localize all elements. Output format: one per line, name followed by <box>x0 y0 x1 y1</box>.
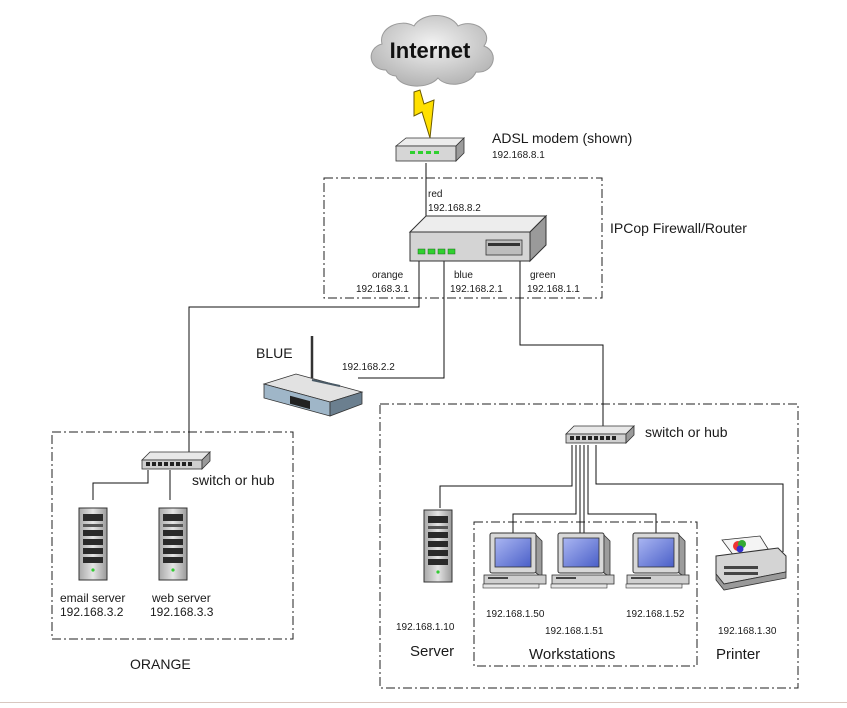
red-interface-label: red <box>428 189 442 200</box>
access-point-ip: 192.168.2.2 <box>342 362 395 373</box>
internet-label: Internet <box>390 38 471 63</box>
workstation-3-ip: 192.168.1.52 <box>626 609 685 620</box>
green-interface-label: green <box>530 270 556 281</box>
internet-cloud: Internet <box>370 15 494 87</box>
printer-ip: 192.168.1.30 <box>718 626 777 637</box>
orange-interface-ip: 192.168.3.1 <box>356 284 409 295</box>
green-switch-label: switch or hub <box>645 424 728 440</box>
workstation-icon <box>625 532 690 589</box>
web-server-name: web server <box>151 591 211 605</box>
workstation-1-ip: 192.168.1.50 <box>486 609 545 620</box>
orange-switch-icon <box>141 451 211 470</box>
printer-label: Printer <box>716 646 760 663</box>
workstations-label: Workstations <box>529 646 615 663</box>
blue-zone-label: BLUE <box>256 345 293 361</box>
server-icon <box>423 509 453 583</box>
blue-interface-ip: 192.168.2.1 <box>450 284 503 295</box>
firewall-zone-box <box>323 177 603 299</box>
orange-zone-label: ORANGE <box>130 656 191 672</box>
workstations-group-box <box>473 521 698 667</box>
email-server-ip: 192.168.3.2 <box>60 605 124 619</box>
connection-lines <box>92 163 784 552</box>
wireless-access-point-icon <box>262 336 364 417</box>
green-switch-icon <box>565 425 635 444</box>
green-interface-ip: 192.168.1.1 <box>527 284 580 295</box>
firewall-router-icon <box>408 214 548 263</box>
firewall-title: IPCop Firewall/Router <box>610 220 747 236</box>
green-zone-box <box>379 403 799 689</box>
orange-interface-label: orange <box>372 270 404 281</box>
blue-interface-label: blue <box>454 270 473 281</box>
modem-title: ADSL modem (shown) <box>492 130 632 146</box>
workstation-2-ip: 192.168.1.51 <box>545 626 604 637</box>
adsl-modem-icon <box>394 137 465 162</box>
workstation-icon <box>550 532 615 589</box>
orange-zone-box <box>51 431 294 640</box>
web-server-ip: 192.168.3.3 <box>150 605 214 619</box>
web-server-icon <box>158 507 188 581</box>
lightning-icon <box>413 89 435 139</box>
email-server-icon <box>78 507 108 581</box>
server-label: Server <box>410 643 454 660</box>
orange-switch-label: switch or hub <box>192 472 275 488</box>
email-server-name: email server <box>60 591 125 605</box>
modem-ip: 192.168.8.1 <box>492 150 545 161</box>
workstation-icon <box>482 532 547 589</box>
printer-icon <box>715 535 787 591</box>
bottom-divider <box>0 702 847 703</box>
server-ip: 192.168.1.10 <box>396 622 455 633</box>
red-interface-ip: 192.168.8.2 <box>428 203 481 214</box>
